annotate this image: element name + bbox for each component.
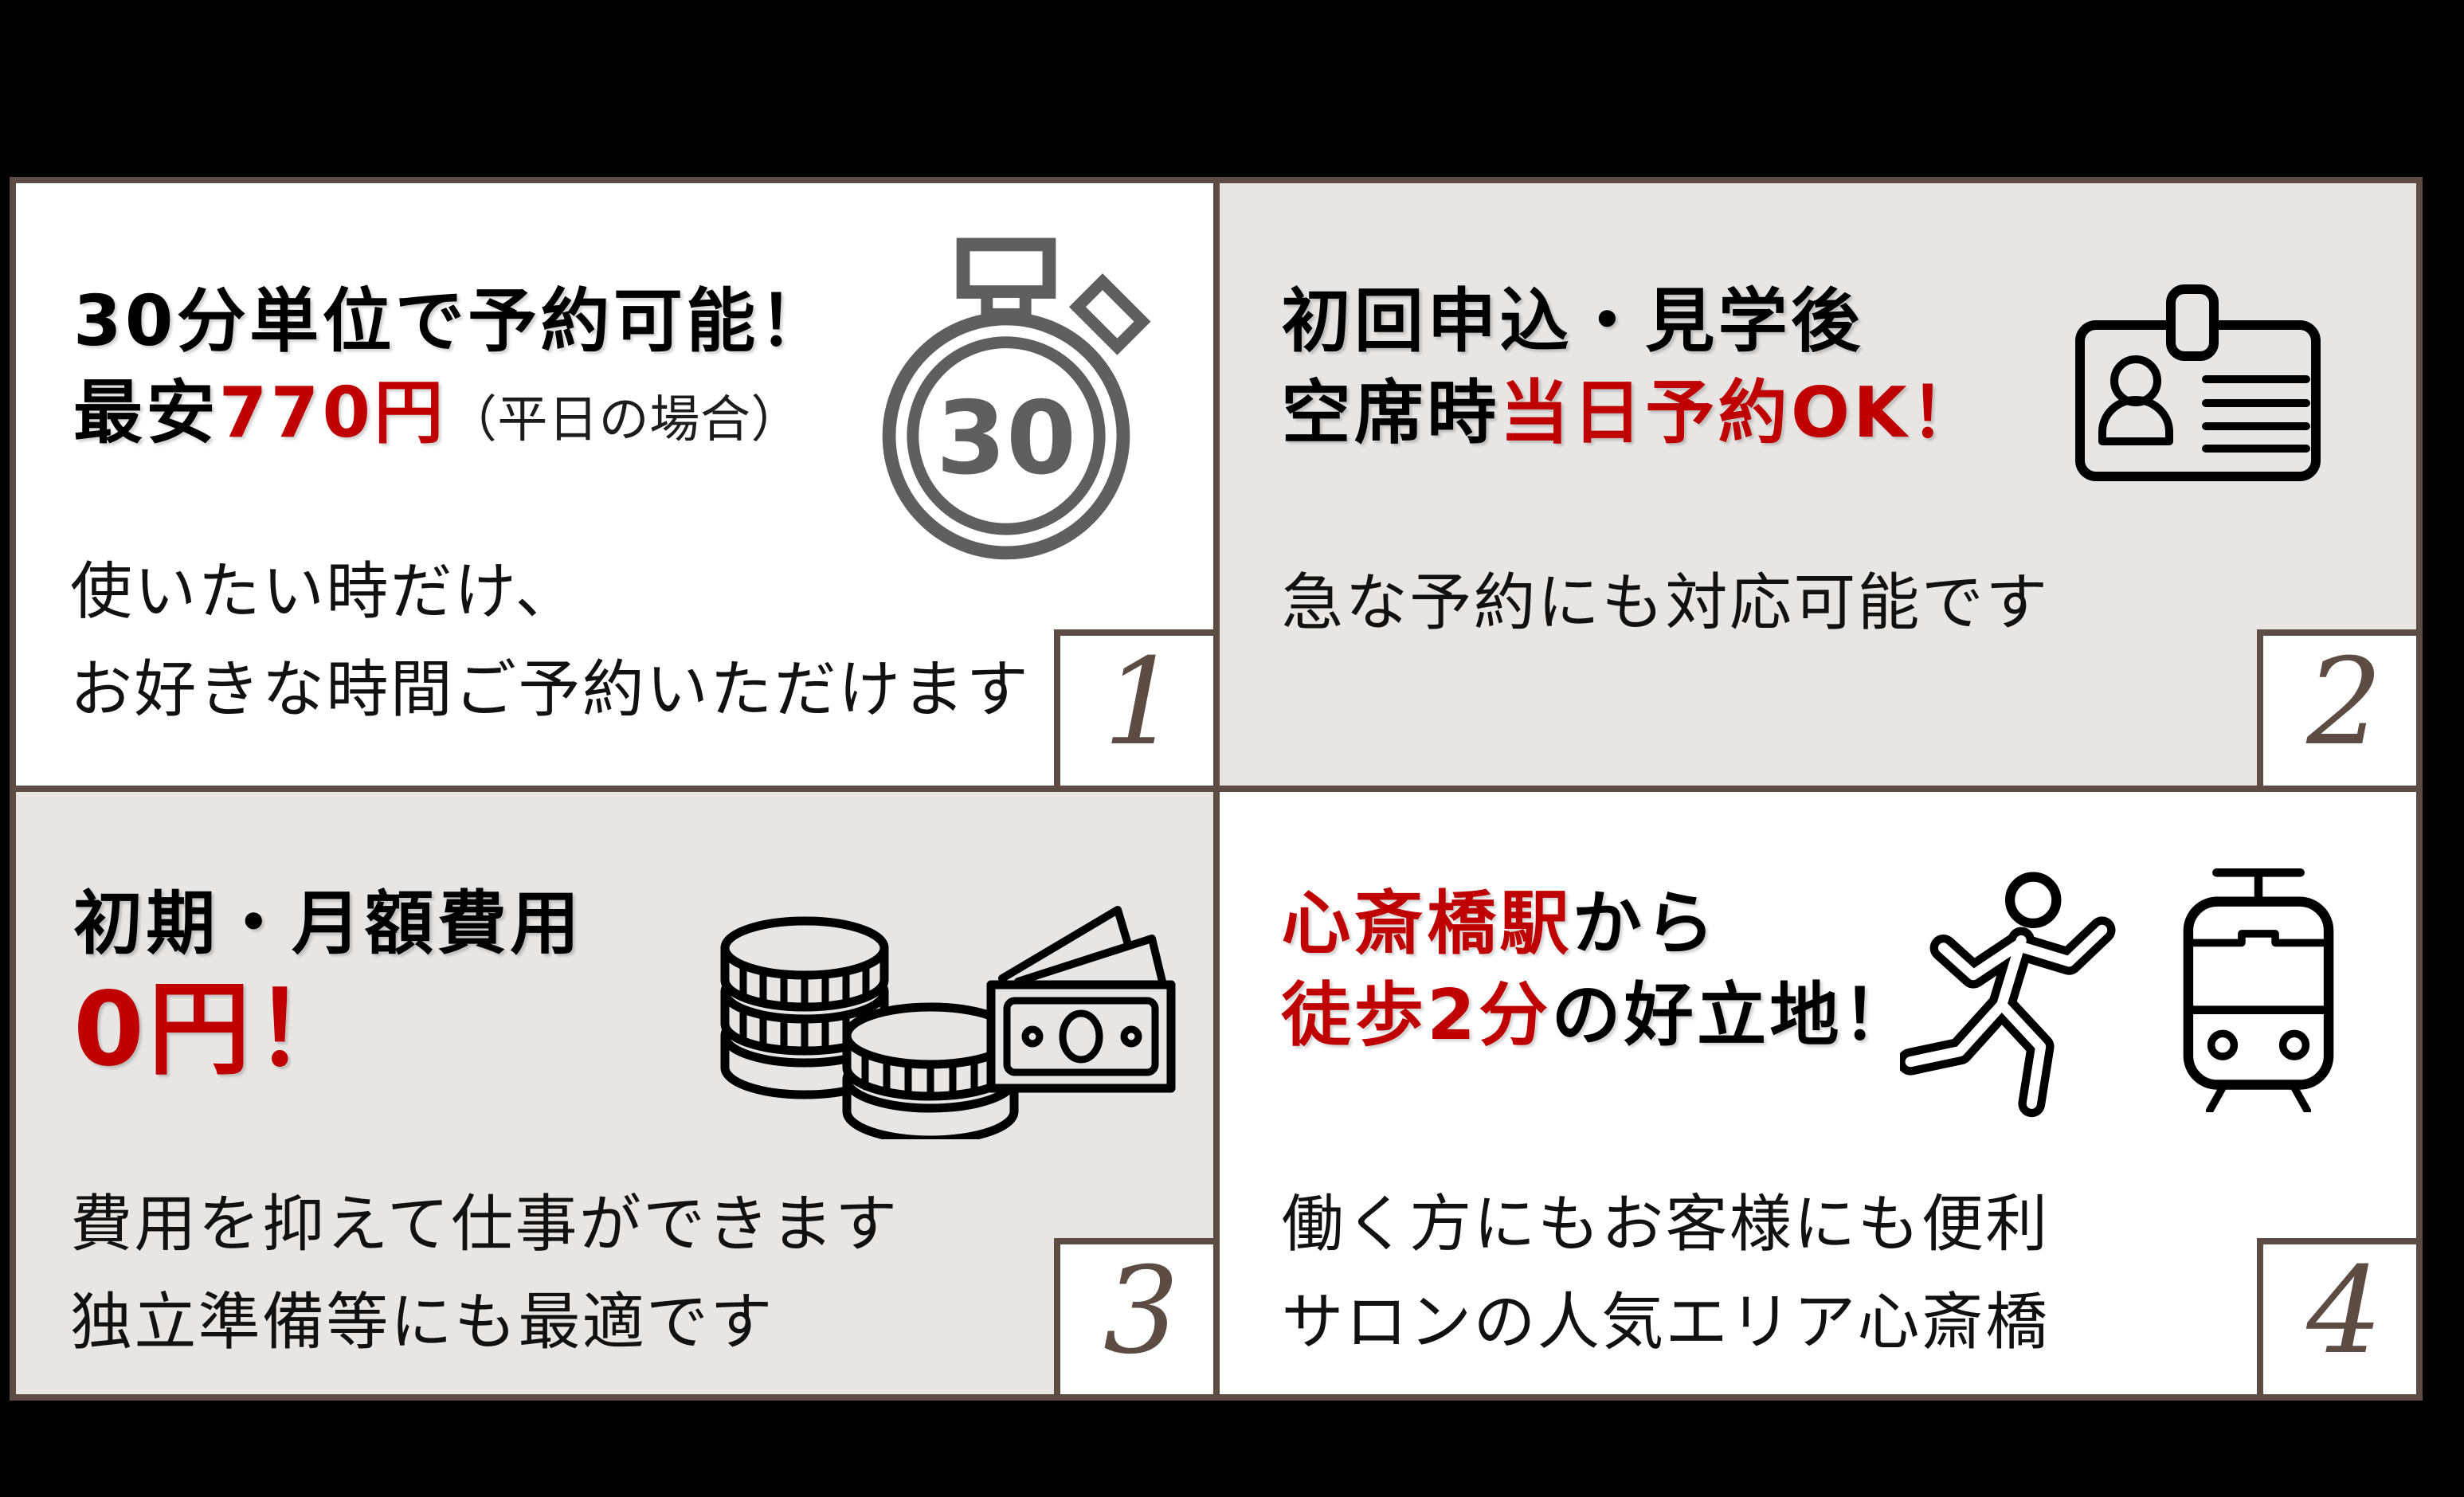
feature-grid: 30分単位で予約可能！ 最安770円（平日の場合） 30 使いたい時だけ、 お好… bbox=[10, 177, 2423, 1401]
panel1-headline: 30分単位で予約可能！ 最安770円（平日の場合） bbox=[73, 276, 832, 459]
transit-icons bbox=[1897, 860, 2343, 1127]
panel-zero-cost: 初期・月額費用 0円！ bbox=[16, 792, 1220, 1401]
panel1-number-badge: 1 bbox=[1053, 629, 1220, 792]
panel2-headline: 初回申込・見学後 空席時当日予約OK！ bbox=[1282, 276, 1984, 459]
panel4-headline: 心斎橋駅から 徒歩2分の好立地！ bbox=[1282, 878, 1916, 1061]
panel1-headline-line1: 30分単位で予約可能！ bbox=[73, 280, 832, 362]
panel3-number-badge: 3 bbox=[1053, 1238, 1220, 1401]
coins-and-banknote-icon bbox=[684, 884, 1177, 1145]
panel3-zero-yen: 0円！ bbox=[73, 970, 361, 1089]
panel2-description: 急な予約にも対応可能です bbox=[1281, 567, 2050, 639]
panel2-number-badge: 2 bbox=[2257, 629, 2423, 792]
panel1-description: 使いたい時だけ、 お好きな時間ご予約いただけます bbox=[70, 556, 1031, 727]
panel4-headline-line2: 徒歩2分の好立地！ bbox=[1281, 974, 1916, 1056]
panel-booking-units: 30分単位で予約可能！ 最安770円（平日の場合） 30 使いたい時だけ、 お好… bbox=[16, 183, 1220, 792]
panel3-headline-line1: 初期・月額費用 bbox=[73, 883, 583, 964]
panel1-price-note: （平日の場合） bbox=[446, 390, 802, 449]
panel2-headline-line2: 空席時当日予約OK！ bbox=[1281, 371, 1984, 453]
train-icon bbox=[2174, 860, 2343, 1115]
panel2-ok-text: 当日予約OK！ bbox=[1499, 371, 1984, 453]
panel4-walk-time: 徒歩2分 bbox=[1281, 974, 1552, 1056]
panel-same-day-booking: 初回申込・見学後 空席時当日予約OK！ 急な予約にも対応可能です 2 bbox=[1219, 183, 2423, 792]
panel2-headline-line1: 初回申込・見学後 bbox=[1281, 280, 1864, 362]
panel4-station: 心斎橋駅 bbox=[1281, 883, 1573, 964]
stopwatch-30-icon: 30 bbox=[858, 233, 1154, 577]
running-person-icon bbox=[1897, 868, 2147, 1127]
panel1-price: 770円 bbox=[218, 371, 447, 453]
panel4-description: 働く方にもお客様にも便利 サロンの人気エリア心斎橋 bbox=[1281, 1189, 2050, 1359]
panel4-number-badge: 4 bbox=[2257, 1238, 2423, 1401]
svg-text:30: 30 bbox=[936, 379, 1076, 496]
panel3-headline: 初期・月額費用 0円！ bbox=[73, 878, 582, 1090]
panel-location: 心斎橋駅から 徒歩2分の好立地！ bbox=[1219, 792, 2423, 1401]
panel1-headline-line2: 最安770円（平日の場合） bbox=[73, 371, 802, 453]
id-card-icon bbox=[2072, 284, 2337, 486]
panel4-headline-line1: 心斎橋駅から bbox=[1281, 883, 1718, 964]
panel3-description: 費用を抑えて仕事ができます 独立準備等にも最適です bbox=[70, 1189, 899, 1359]
